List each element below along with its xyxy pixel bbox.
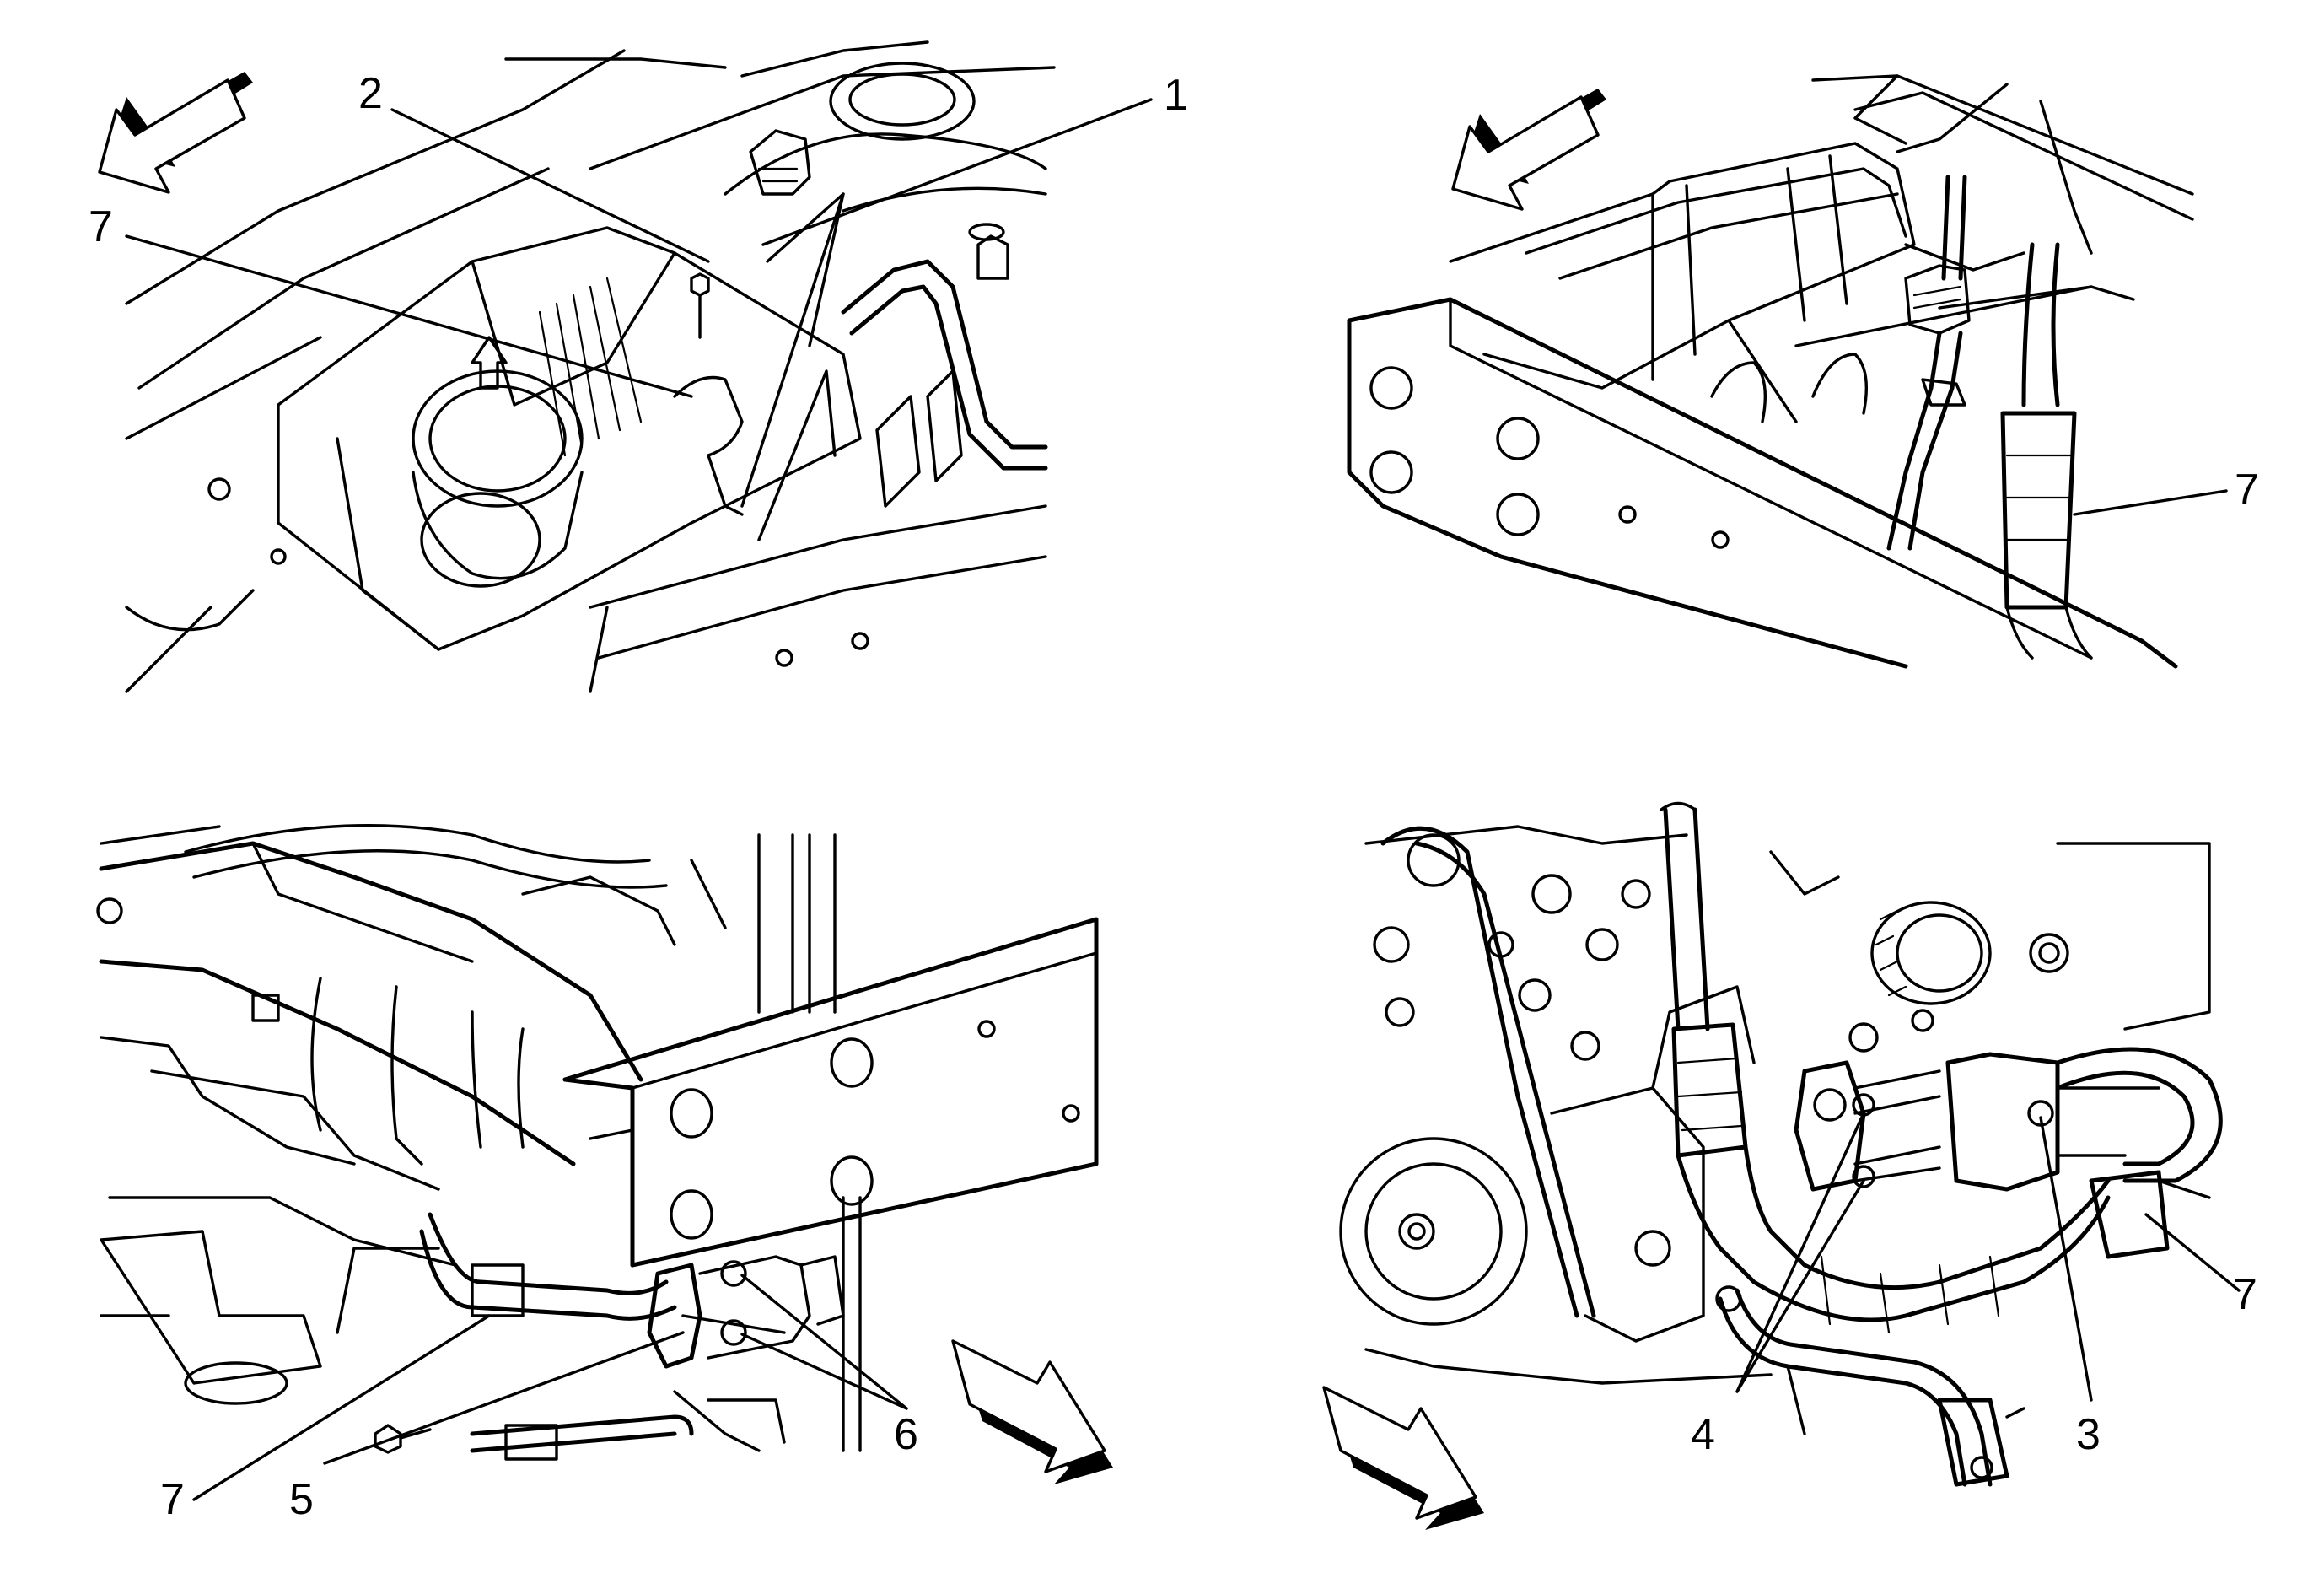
callout-7: 7 [160, 1475, 185, 1524]
callout-4-leader-b [1735, 1179, 1865, 1393]
callout-6-leader-a [740, 1274, 908, 1410]
callout-2-leader [390, 108, 710, 263]
front-direction-arrow-icon [98, 72, 253, 194]
callout-6: 6 [894, 1410, 918, 1459]
callout-3-leader [2039, 1116, 2093, 1402]
panel-top-right: 7 [1347, 74, 2259, 669]
front-direction-arrow-icon [951, 1339, 1113, 1484]
panel-bottom-right: 4 3 7 [1322, 801, 2257, 1530]
engine-compartment-drawing [125, 40, 1056, 693]
callout-6-leader-b [740, 1333, 908, 1410]
front-direction-arrow-icon [1322, 1386, 1484, 1530]
callout-3: 3 [2076, 1410, 2101, 1459]
bumper-frame-drawing [96, 824, 1099, 1461]
callout-4: 4 [1691, 1410, 1715, 1459]
front-direction-arrow-icon [1451, 89, 1606, 211]
callout-1-leader [761, 98, 1153, 246]
callout-7: 7 [2233, 1270, 2257, 1319]
callout-5: 5 [289, 1475, 314, 1524]
engine-compressor-drawing [1339, 801, 2223, 1487]
callout-4-leader-a [1735, 1112, 1865, 1393]
callout-7-leader [2144, 1213, 2241, 1292]
callout-7-leader [2073, 489, 2228, 516]
bumper-bracket-drawing [1347, 74, 2194, 669]
panel-top-left: 1 2 7 [89, 40, 1188, 693]
panel-bottom-left: 7 5 6 [96, 824, 1113, 1524]
callout-5-leader [323, 1331, 685, 1465]
callout-7-leader [125, 234, 693, 398]
callout-7: 7 [89, 202, 113, 251]
callout-1: 1 [1164, 71, 1188, 120]
callout-2: 2 [358, 69, 383, 118]
callout-7-leader [192, 1314, 491, 1501]
callout-7: 7 [2235, 466, 2259, 514]
